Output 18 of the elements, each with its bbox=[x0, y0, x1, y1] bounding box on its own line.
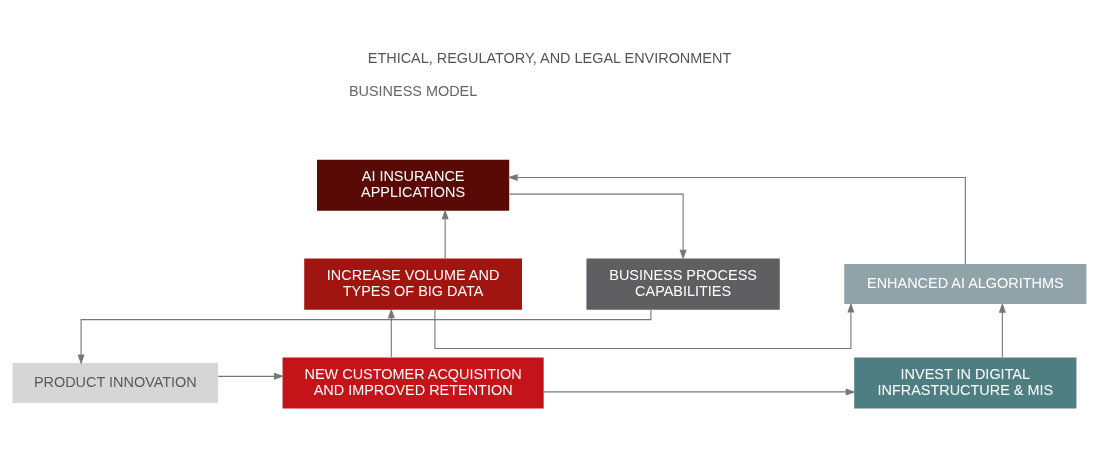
arrow bbox=[543, 388, 856, 396]
node-box: PRODUCT INNOVATION bbox=[12, 363, 219, 403]
arrow bbox=[387, 308, 395, 358]
arrow bbox=[507, 173, 966, 265]
diagram-title: ETHICAL, REGULATORY, AND LEGAL ENVIRONMENT bbox=[367, 50, 732, 67]
arrow bbox=[217, 372, 285, 380]
arrow bbox=[508, 193, 687, 260]
arrow bbox=[441, 209, 449, 259]
node-box: NEW CUSTOMER ACQUISITION AND IMPROVED RETENTION bbox=[282, 357, 544, 409]
arrow bbox=[77, 309, 652, 365]
node-box: BUSINESS PROCESS CAPABILITIES bbox=[586, 258, 780, 310]
node-box: INCREASE VOLUME AND TYPES OF BIG DATA bbox=[304, 258, 522, 310]
arrow bbox=[998, 302, 1006, 358]
arrow bbox=[434, 302, 855, 350]
label: BUSINESS MODEL bbox=[348, 82, 478, 99]
node-box: AI INSURANCE APPLICATIONS bbox=[317, 159, 510, 211]
node-box: INVEST IN DIGITAL INFRASTRUCTURE & MIS bbox=[854, 357, 1077, 409]
node-box: ENHANCED AI ALGORITHMS bbox=[844, 264, 1087, 305]
